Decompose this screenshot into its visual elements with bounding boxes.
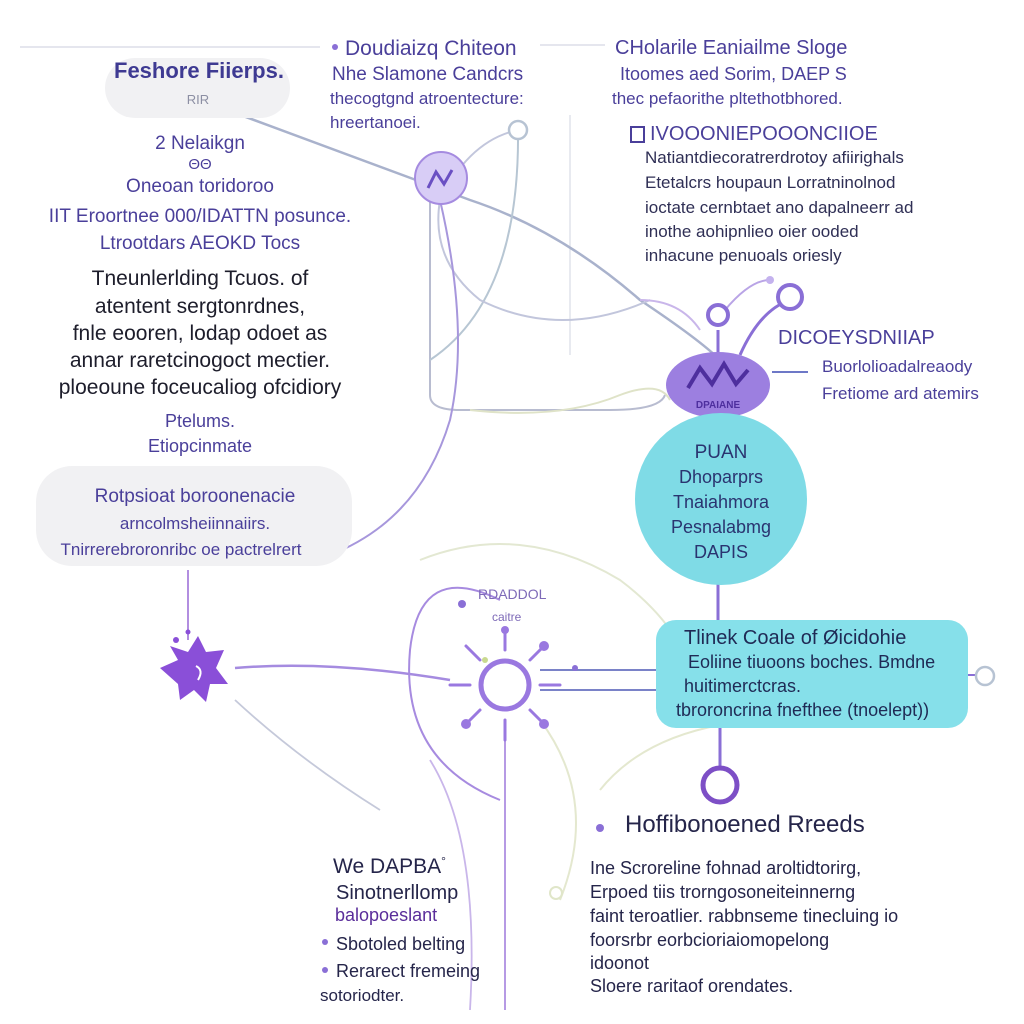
left-box-background	[36, 466, 352, 566]
connector-ring-curve	[437, 129, 651, 321]
dot-bottom-small	[596, 824, 604, 832]
right-label-line-1: Buorlolioadalreaody	[822, 357, 973, 376]
top-right-heading: CHolarile Eaniailme Sloge	[615, 37, 848, 59]
rect-node-line-1: Tlinek Coale of Øicidohie	[684, 627, 907, 649]
connector-star-to-sun	[234, 664, 451, 682]
left-box-line-1: Rotpsioat boroonenacie	[94, 486, 296, 507]
circle-node-shape	[635, 413, 807, 585]
left-panel-line-3: Oneoan toridoroo	[126, 176, 274, 197]
top-right-line-1: Itoomes aed Sorim, DAEP S	[620, 64, 847, 84]
right-label-heading: DICOEYSDNIIAP	[778, 327, 935, 349]
ring-node-hub-right	[776, 283, 804, 311]
bottom-left-line-1: Sinotnerllomp	[336, 882, 459, 904]
connector-star-low	[234, 699, 381, 811]
left-panel-tag: RIR	[186, 92, 210, 107]
connector-left-box	[329, 199, 459, 556]
bottom-right-body-2: Erpoed tiis trorngosoneiteinnerng	[590, 882, 856, 902]
hub-link-small	[639, 299, 701, 331]
top-right-body-2: Etetalcrs houpaun Lorratninolnod	[645, 173, 896, 192]
bottom-left-last: sotoriodter.	[320, 986, 405, 1005]
ring-node-hub-left	[706, 303, 730, 327]
left-box-line-3: Tnirrerebroronribc oe pactrelrert	[60, 540, 302, 559]
dot-bottom-right	[549, 886, 563, 900]
left-panel-line-5: Ltrootdars AEOKD Tocs	[99, 233, 301, 254]
left-panel-title: Feshore Fiierps.	[114, 58, 284, 83]
bottom-left-heading-sup: °	[441, 854, 446, 868]
star-node	[160, 629, 228, 702]
bottom-left-bullet-2: Rerarect fremeing	[336, 961, 481, 981]
circle-node-line-2: Dhoparprs	[678, 467, 764, 487]
ring-node-small	[766, 276, 774, 284]
top-right-body-5: inhacune penuoals oriesly	[645, 246, 842, 265]
bottom-left-heading-text: We DAPBA	[333, 855, 442, 878]
connector-top-loop	[199, 98, 721, 361]
left-panel-line-4: IIT Eroortnee 000/IDATTN posunce.	[48, 206, 352, 227]
top-right-body-4: inothe aohipnlieo oier ooded	[645, 222, 859, 241]
bottom-right-body-6: Sloere raritaof orendates.	[590, 976, 794, 996]
rect-node-line-3: huitimerctcras.	[684, 676, 802, 696]
connector-frame	[429, 190, 666, 411]
top-center-line-2: thecogtgnd atroentecture:	[330, 89, 524, 108]
sun-node	[448, 600, 578, 742]
top-right-sub-heading: IVOOONIEPOOONCIIOE	[650, 123, 878, 145]
top-center-line-1: Nhe Slamone Candcrs	[332, 64, 524, 85]
left-panel-line-1: 2 Nelaikgn	[155, 133, 245, 154]
right-label-line-2: Fretiome ard atemirs	[822, 384, 979, 403]
connector-lower-sweep	[429, 759, 473, 1011]
bottom-right-body-3: faint teroatlier. rabbnseme tinecluing i…	[590, 906, 899, 926]
circle-node-line-1: PUAN	[694, 442, 748, 463]
bottom-right-body-4: foorsrbr eorbcioriaiomopelong	[590, 930, 830, 950]
ring-node-bottom	[700, 765, 740, 805]
left-panel-body-2: atentent sergtonrdnes,	[94, 295, 306, 318]
bottom-right-body-5: idoonot	[590, 953, 650, 973]
dot-top-center	[332, 44, 338, 50]
circle-node-line-3: Tnaiahmora	[672, 492, 770, 512]
dot-bottom-left-2	[322, 967, 328, 973]
left-panel-body-3: fnle eooren, lodap odoet as	[72, 322, 328, 345]
hub-node-glyph	[686, 360, 750, 390]
left-panel-body-5: ploeoune foceucaliog ofcidiory	[58, 376, 342, 399]
top-right-body-1: Natiantdiecoratrerdrotoy afiirighals	[645, 148, 904, 167]
rect-node: Tlinek Coale of Øicidohie Eoliine tiuoon…	[676, 626, 966, 722]
hub-label: DPAIANE	[695, 400, 741, 411]
connector-sun-arc	[408, 586, 501, 801]
left-panel-small-1: Ptelums.	[164, 411, 236, 431]
bottom-left-heading: We DAPBA°	[333, 854, 446, 879]
dot-bottom-left-1	[322, 939, 328, 945]
hub-antenna-top	[724, 279, 771, 311]
connector-ring-drop	[429, 129, 520, 361]
left-panel-body-1: Tneunlerlding Tcuos. of	[91, 267, 309, 290]
bottom-left-line-2: balopoeslant	[335, 905, 438, 925]
left-panel-small-2: Etiopcinmate	[147, 436, 253, 456]
circle-node-line-5: DAPIS	[693, 542, 749, 562]
sun-node-label-1: RDADDOL	[478, 586, 547, 602]
circle-node-line-4: Pesnalabmg	[670, 517, 772, 537]
bottom-left-bullet-1: Sbotoled belting	[336, 934, 466, 954]
left-panel-background	[105, 58, 290, 118]
left-box-line-2: arncolmsheiinnaiirs.	[119, 514, 271, 533]
circle-node: PUAN Dhoparprs Tnaiahmora Pesnalabmg DAP…	[635, 440, 807, 565]
ring-node-top	[507, 119, 529, 141]
square-icon	[630, 126, 645, 143]
rect-node-line-2: Eoliine tiuoons boches. Bmdne	[688, 652, 936, 672]
connector-sun-low-arc	[539, 719, 577, 901]
top-center-line-3: hreertanoei.	[330, 113, 421, 132]
rect-node-line-4: tbroroncrina fnefthee (tnoelept))	[676, 700, 930, 720]
sun-node-label-2: caitre	[492, 610, 522, 624]
left-panel-line-2: ΘΘ	[188, 156, 212, 173]
rect-node-shape	[656, 620, 968, 728]
top-right-body-3: ioctate cernbtaet ano dapalneerr ad	[645, 198, 914, 217]
connector-center-loop	[469, 387, 671, 414]
top-right-line-2: thec pefaorithe pltethotbhored.	[612, 89, 843, 108]
hub-node	[666, 352, 770, 418]
left-panel-body-4: annar raretcinogoct mectier.	[69, 349, 331, 372]
globe-node-glyph	[426, 169, 454, 189]
connector-rect-curve	[599, 724, 721, 791]
ring-node-rect-right	[974, 665, 996, 687]
top-center-heading: Doudiaizq Chiteon	[345, 37, 517, 60]
bottom-right-heading: Hoffibonoened Rreeds	[625, 811, 865, 838]
bottom-right-body-1: Ine Scroreline fohnad aroltidtorirg,	[590, 858, 862, 878]
